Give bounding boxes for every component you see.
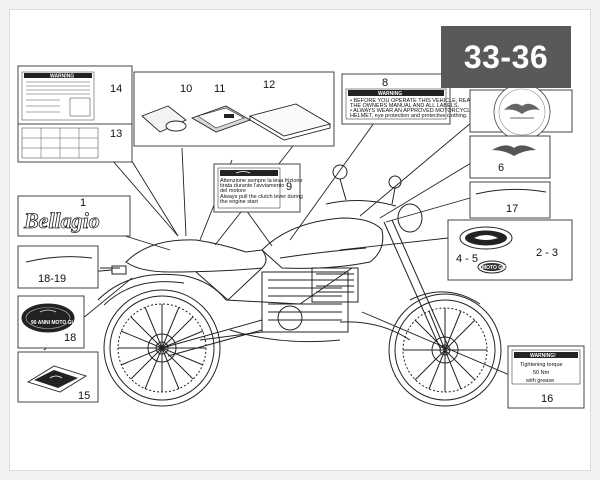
callout-9: 9 [286, 181, 292, 193]
plate-18-text: 90 ANNI MOTO GUZZI [31, 320, 83, 326]
part-box-18-19: 18-19 [17, 245, 99, 289]
callout-15: 15 [78, 390, 90, 402]
part-box-8: 8 WARNING • BEFORE YOU OPERATE THIS VEHI… [341, 73, 474, 125]
callout-2-3: 2 - 3 [536, 247, 558, 259]
callout-14: 14 [110, 83, 122, 95]
motorcycle-drawing [75, 164, 502, 407]
sticker-8-line-4: HELMET, eye protection and protective cl… [350, 113, 468, 119]
eagle-decal-icon [492, 145, 536, 156]
tool-pouch-icon [141, 105, 187, 133]
eagle-emblem-icon [504, 103, 540, 114]
callout-17: 17 [506, 203, 518, 215]
sticker-8-line-1: • BEFORE YOU OPERATE THIS VEHICLE, READ [350, 98, 474, 104]
sticker-16-line-1: Tightening torque [520, 362, 563, 368]
part-box-10-11-12: 10 11 12 [133, 71, 335, 147]
sticker-8-line-3: • ALWAYS WEAR AN APPROVED MOTORCYCLE [350, 108, 474, 114]
sticker-9-line-5: the engine start [220, 199, 258, 205]
sticker-16-line-3: with grease [525, 378, 554, 384]
part-box-17: 17 [469, 181, 551, 219]
sticker-8-line-2: THE OWNERS MANUAL AND ALL LABELS. [350, 103, 459, 109]
part-box-1: 1 Bellagio [17, 195, 131, 237]
callout-10: 10 [180, 83, 192, 95]
callout-4-5: 4 - 5 [456, 253, 478, 265]
part-box-6: 6 [469, 135, 551, 179]
callout-11: 11 [214, 83, 225, 95]
sticker-9-line-3: del motore [220, 188, 246, 194]
part-box-2-3-4-5: MOTO GUZZI 2 - 3 4 - 5 [447, 219, 573, 281]
callout-16: 16 [541, 393, 553, 405]
part-box-eagle-emblem [469, 83, 573, 141]
sticker-9-line-4: Always pull the clutch lever during [220, 194, 303, 200]
part-box-9: Attenzione sempre la leva frizione tirat… [213, 163, 303, 213]
callout-18: 18 [64, 332, 76, 344]
callout-6: 6 [498, 162, 504, 174]
callout-8: 8 [382, 77, 388, 89]
sticker-16-heading: WARNING! [530, 353, 556, 359]
callout-13: 13 [110, 128, 122, 140]
callout-12: 12 [263, 79, 275, 91]
part-box-14: WARNING 14 [17, 65, 133, 125]
part-box-13: 13 [17, 123, 133, 163]
part-box-18: 90 ANNI MOTO GUZZI 18 [17, 295, 85, 349]
badge-2-3-text: MOTO GUZZI [482, 265, 514, 271]
sticker-14-heading: WARNING [50, 74, 74, 80]
bellagio-decal-text: Bellagio [23, 208, 100, 233]
sticker-9-line-2: tirata durante l'avviamento [220, 183, 284, 189]
part-box-16: WARNING! Tightening torque 50 Nm with gr… [507, 345, 585, 409]
sticker-8-heading: WARNING [378, 91, 402, 97]
sticker-9-line-1: Attenzione sempre la leva frizione [220, 178, 303, 184]
callout-1: 1 [80, 197, 86, 209]
part-box-15: 15 [17, 351, 99, 403]
callout-18-19: 18-19 [38, 273, 66, 285]
page-ref-badge: 33-36 [441, 26, 571, 88]
sticker-16-line-2: 50 Nm [533, 370, 550, 376]
